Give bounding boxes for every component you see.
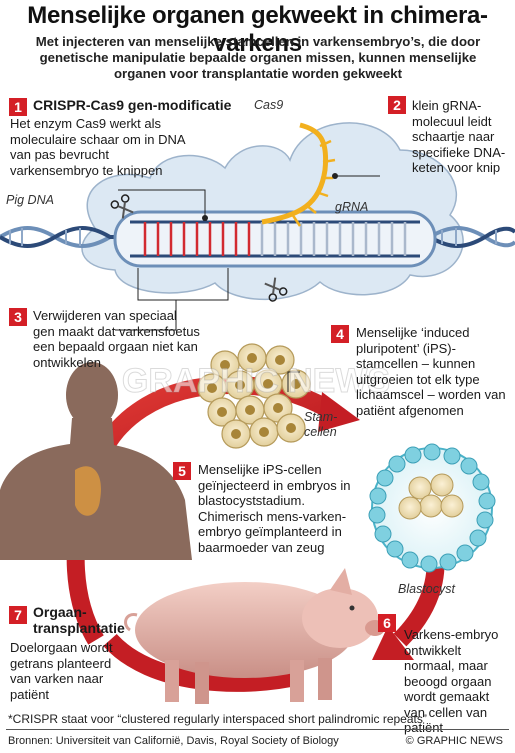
stem-cells (197, 343, 311, 449)
scissors-icon-right (264, 277, 288, 302)
step-5-number: 5 (173, 462, 191, 480)
step-1-title: CRISPR-Cas9 gen-modificatie (33, 97, 232, 113)
step-7-number: 7 (9, 606, 27, 624)
page-title: Menselijke organen gekweekt in chimera-v… (27, 2, 488, 57)
credit: © GRAPHIC NEWS (405, 735, 503, 747)
step-3-number: 3 (9, 308, 27, 326)
pig-dna-label: Pig DNA (6, 193, 54, 207)
step-2-text: klein gRNA-molecuul leidt schaartje naar… (412, 98, 506, 175)
scissors-icon-left (110, 194, 134, 219)
watermark: GRAPHIC NEWS (122, 362, 390, 400)
sources: Bronnen: Universiteit van Californië, Da… (8, 735, 339, 747)
step-7-title: Orgaan-transplantatie (33, 604, 125, 636)
step-4-number: 4 (331, 325, 349, 343)
step-2-number: 2 (388, 96, 406, 114)
step-6-text: Varkens-embryo ontwikkelt normaal, maar … (404, 627, 499, 735)
page-subtitle: Met injecteren van menselijke stamcellen… (35, 34, 481, 81)
cas9-label: Cas9 (254, 98, 284, 112)
grna-strand (261, 122, 329, 225)
step-5-text: Menselijke iPS-cellen geïnjecteerd in em… (198, 462, 351, 555)
step-3-text: Verwijderen van speciaal gen maakt dat v… (33, 308, 200, 370)
step-7-text: Doelorgaan wordt getrans planteerd van v… (10, 640, 113, 702)
step-6-number: 6 (378, 614, 396, 632)
footer-divider (6, 729, 509, 730)
pig (124, 568, 385, 704)
grna-label: gRNA (335, 200, 369, 214)
blastocyst (368, 443, 496, 573)
stem-cells-label: Stam-cellen (304, 410, 338, 439)
step-1-number: 1 (9, 98, 27, 116)
step-1-text: Het enzym Cas9 werkt als moleculaire sch… (10, 116, 185, 178)
step-4-text: Menselijke ‘induced pluripotent’ (iPS)-s… (356, 325, 506, 418)
blastocyst-label: Blastocyst (398, 582, 455, 596)
footnote: *CRISPR staat voor “clustered regularly … (8, 712, 427, 726)
